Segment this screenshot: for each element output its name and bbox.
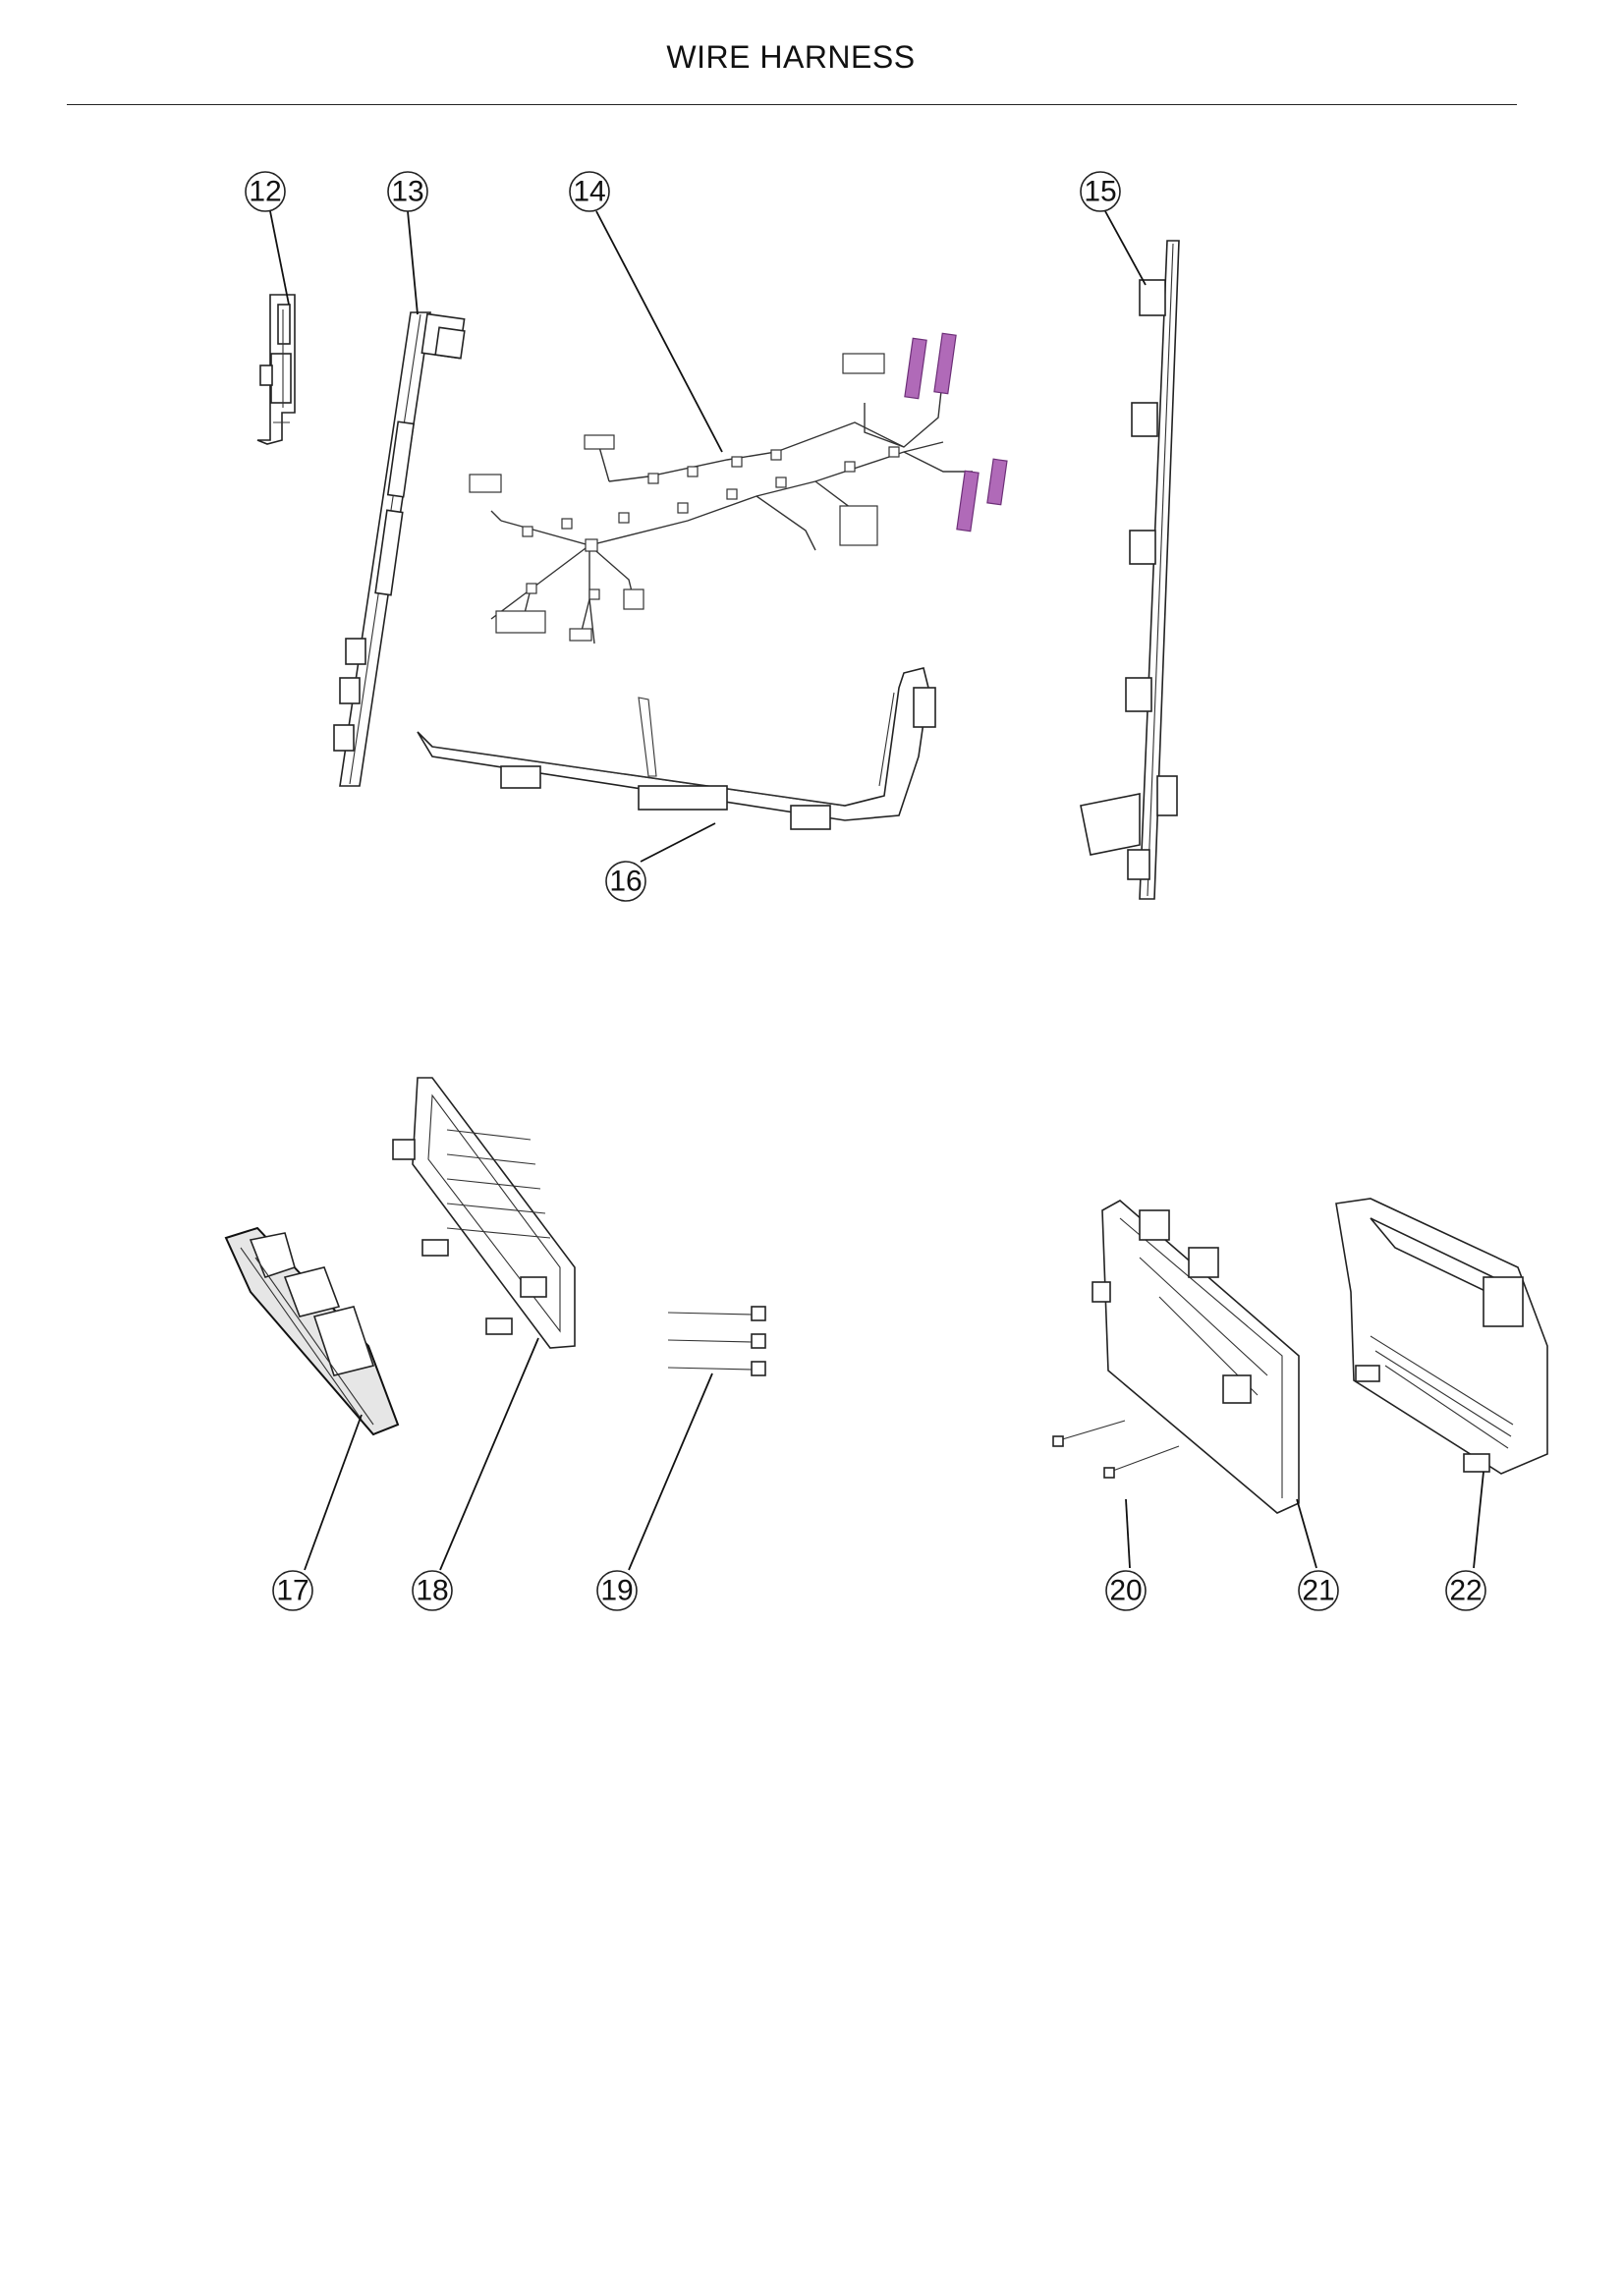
callout-22: 22 <box>1445 1570 1486 1611</box>
housing-box-icon <box>1335 1198 1548 1475</box>
callout-label: 13 <box>391 176 423 208</box>
callout-label: 18 <box>416 1575 448 1607</box>
bent-cable-duct-icon <box>417 667 936 830</box>
long-cable-channel-icon <box>333 311 466 787</box>
vertical-cable-channel-icon <box>1080 240 1180 900</box>
callout-label: 17 <box>276 1575 308 1607</box>
callout-label: 14 <box>573 176 605 208</box>
harness-node <box>522 446 900 600</box>
title-divider <box>67 104 1517 105</box>
callout-14: 14 <box>569 171 610 212</box>
callout-19: 19 <box>596 1570 638 1611</box>
leader-lines <box>269 210 1484 1571</box>
frame-cover-icon <box>392 1077 576 1349</box>
cable-ties-icon <box>667 1306 766 1376</box>
mounting-plate-icon <box>1092 1200 1300 1514</box>
callout-16: 16 <box>605 861 646 902</box>
callout-label: 15 <box>1084 176 1116 208</box>
harness-clip-bracket-icon <box>256 294 296 445</box>
callout-15: 15 <box>1080 171 1121 212</box>
callout-label: 22 <box>1449 1575 1482 1607</box>
page-title: WIRE HARNESS <box>666 39 916 75</box>
callout-label: 19 <box>600 1575 633 1607</box>
callout-21: 21 <box>1298 1570 1339 1611</box>
connector-holder-icon <box>224 1226 400 1436</box>
callout-label: 16 <box>609 866 642 898</box>
wire-harness-assembly-icon <box>469 332 1008 644</box>
cable-tie-pair-icon <box>1052 1420 1180 1479</box>
callout-20: 20 <box>1105 1570 1147 1611</box>
callout-17: 17 <box>272 1570 313 1611</box>
callout-label: 21 <box>1302 1575 1334 1607</box>
connector-icon <box>904 332 1008 532</box>
callout-12: 12 <box>245 171 286 212</box>
callout-13: 13 <box>387 171 428 212</box>
callout-label: 20 <box>1109 1575 1142 1607</box>
callout-18: 18 <box>412 1570 453 1611</box>
callout-label: 12 <box>249 176 281 208</box>
